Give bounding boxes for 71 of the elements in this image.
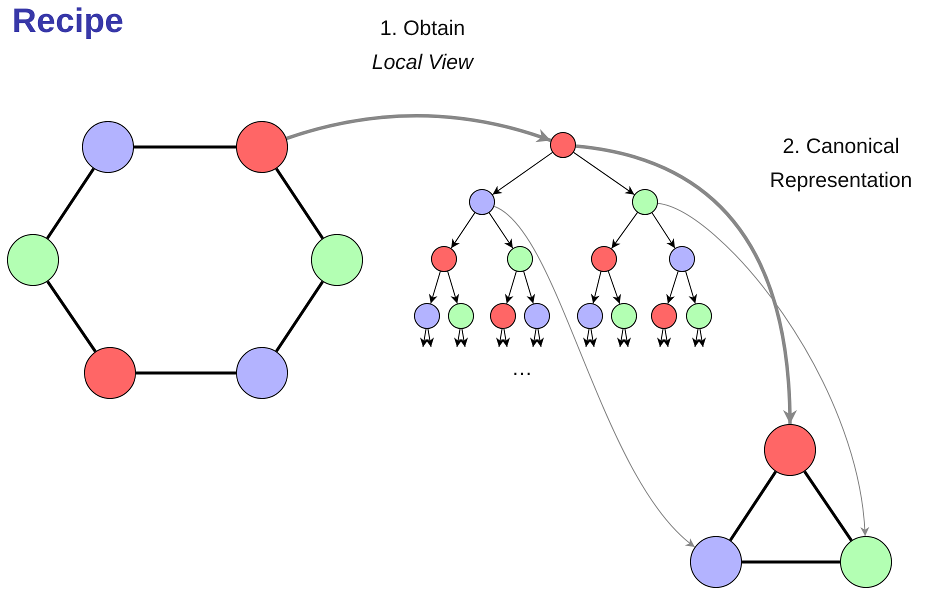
arrow bbox=[583, 328, 592, 348]
arrow bbox=[420, 328, 429, 348]
vertex-circle bbox=[414, 303, 440, 329]
arrow bbox=[530, 328, 539, 348]
arrow bbox=[588, 328, 597, 348]
arrow bbox=[494, 206, 696, 548]
edge-label: 2. Canonical Representation bbox=[768, 134, 914, 194]
arrow bbox=[286, 114, 552, 143]
vertex-circle bbox=[550, 132, 576, 158]
arrow bbox=[611, 212, 638, 249]
vertex-circle bbox=[632, 189, 658, 215]
arrow bbox=[573, 152, 635, 196]
connector-line bbox=[134, 146, 236, 148]
vertex-circle bbox=[311, 234, 363, 286]
vertex-circle bbox=[524, 303, 550, 329]
arrow bbox=[657, 202, 869, 537]
connector-line bbox=[742, 560, 840, 564]
arrow bbox=[428, 270, 441, 304]
vertex-circle bbox=[490, 303, 516, 329]
arrow bbox=[459, 328, 468, 348]
vertex-circle bbox=[764, 424, 816, 476]
vertex-circle bbox=[669, 246, 695, 272]
arrow bbox=[662, 328, 671, 348]
arrow bbox=[454, 328, 463, 348]
vertex-circle bbox=[840, 536, 892, 588]
vertex-circle bbox=[448, 303, 474, 329]
vertex-circle bbox=[591, 246, 617, 272]
arrow bbox=[652, 212, 676, 249]
vertex-circle bbox=[82, 121, 134, 173]
vertex-circle bbox=[686, 303, 712, 329]
connector-line bbox=[275, 168, 324, 240]
vertex-circle bbox=[507, 246, 533, 272]
arrow bbox=[496, 328, 505, 348]
connector-line bbox=[803, 470, 853, 542]
vertex-circle bbox=[236, 347, 288, 399]
vertex-circle bbox=[611, 303, 637, 329]
vertex-circle bbox=[577, 303, 603, 329]
arrow bbox=[622, 328, 631, 348]
arrow bbox=[685, 270, 698, 304]
arrow bbox=[425, 328, 434, 348]
vertex-circle bbox=[431, 246, 457, 272]
arrow bbox=[488, 212, 514, 249]
vertex-circle bbox=[469, 189, 495, 215]
arrow bbox=[492, 152, 553, 196]
vertex-circle bbox=[7, 234, 59, 286]
vertex-circle bbox=[236, 121, 288, 173]
vertex-circle bbox=[690, 536, 742, 588]
arrow bbox=[447, 270, 460, 304]
connector-line bbox=[46, 168, 95, 240]
arrow bbox=[450, 212, 476, 249]
title: Recipe bbox=[12, 2, 124, 41]
arrow bbox=[697, 328, 706, 348]
edge-label: 1. Obtain Local View bbox=[370, 16, 475, 76]
arrow bbox=[590, 271, 602, 304]
connector-line bbox=[275, 280, 324, 352]
ellipsis-note: … bbox=[510, 356, 534, 382]
vertex-circle bbox=[651, 303, 677, 329]
arrow bbox=[692, 328, 701, 348]
arrow bbox=[617, 328, 626, 348]
connector-line bbox=[136, 372, 236, 374]
connector-line bbox=[46, 280, 97, 352]
arrow bbox=[608, 270, 621, 304]
arrow bbox=[504, 270, 517, 304]
arrow bbox=[657, 328, 666, 348]
arrow bbox=[576, 144, 796, 424]
arrow bbox=[501, 328, 510, 348]
arrow bbox=[535, 328, 544, 348]
connector-line bbox=[729, 470, 777, 542]
arrow bbox=[666, 270, 679, 304]
arrow bbox=[523, 270, 536, 304]
vertex-circle bbox=[84, 347, 136, 399]
